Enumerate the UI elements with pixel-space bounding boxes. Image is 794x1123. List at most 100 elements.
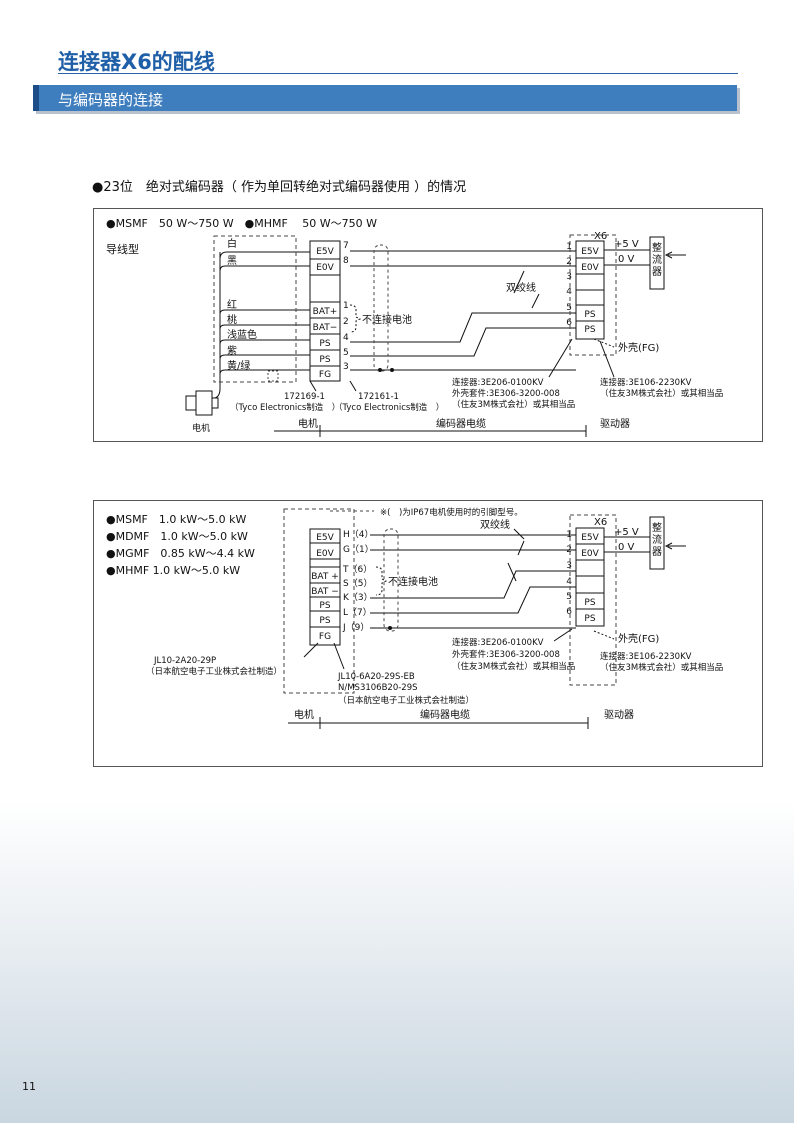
d2-supply-lines <box>604 536 650 553</box>
d2-motor-pin: PS <box>319 601 330 611</box>
d1-motor-pin: FG <box>319 370 331 380</box>
d2-x6-pin: E5V <box>581 533 599 543</box>
d2-drv-conn2: （住友3M株式会社）或其相当品 <box>600 662 723 673</box>
d1-junction-dots <box>378 368 394 372</box>
d2-x6-pin: PS <box>584 614 595 624</box>
svg-text:器: 器 <box>652 546 662 558</box>
d2-twist-mark <box>507 528 525 582</box>
section-bar <box>33 85 737 111</box>
d1-wire-color: 黑 <box>227 255 237 267</box>
d1-x6-pin: PS <box>584 325 595 335</box>
d1-shield-ground <box>267 370 279 382</box>
d1-wire-color: 黄/绿 <box>227 359 250 372</box>
d2-motor-pin: BAT + <box>311 572 339 582</box>
d1-motor-housing <box>213 235 297 383</box>
d1-battery-brace <box>349 304 362 333</box>
d1-conn-a1: 172169-1 <box>284 392 325 402</box>
svg-text:整: 整 <box>652 521 662 534</box>
title-rule <box>58 73 738 74</box>
d1-wire-bundle <box>202 252 221 400</box>
d2-pin-letter: S（5） <box>343 578 372 589</box>
d1-wire-color: 浅蓝色 <box>227 328 257 341</box>
d1-conn-a2: （Tyco Electronics制造 ） <box>230 402 340 413</box>
d1-x6-pin-number: 1 <box>566 242 572 252</box>
d1-x6-pin-number: 4 <box>566 287 572 297</box>
d2-motor-pin: FG <box>319 632 331 642</box>
d2-x6-pin: PS <box>584 598 595 608</box>
d2-plug3: （日本航空电子工业株式会社制造） <box>338 695 474 706</box>
d2-v0: 0 V <box>618 542 635 553</box>
section-bar-accent <box>33 85 39 111</box>
d1-rectifier-text: 整流器 <box>652 241 662 278</box>
d1-cable-label: 编码器电缆 <box>436 417 486 430</box>
d1-x6-label: X6 <box>594 231 607 242</box>
svg-text:流: 流 <box>652 253 662 266</box>
d2-model: ●MGMF 0.85 kW～4.4 kW <box>106 547 255 560</box>
d2-pin-letter: J（9） <box>342 622 369 633</box>
d2-cable-conn3: （住友3M株式会社）或其相当品 <box>452 661 575 672</box>
d1-motor-side: 电机 <box>298 417 318 430</box>
d1-motor-pin: PS <box>319 355 330 365</box>
d2-battery-brace <box>375 566 388 596</box>
d2-drv-conn1: 连接器:3E106-2230KV <box>600 651 692 662</box>
d1-no-battery: 不连接电池 <box>362 313 412 326</box>
d1-v0: 0 V <box>618 254 635 265</box>
d1-motor-pin: E5V <box>316 247 334 257</box>
d2-rectifier-text: 整流器 <box>652 521 662 558</box>
d2-motor-connector <box>309 528 341 646</box>
d2-pin-letter: T（6） <box>342 564 372 575</box>
d2-plug2: N/MS3106B20-29S <box>338 683 418 693</box>
d1-driver-label: 驱动器 <box>600 418 630 430</box>
d2-no-battery: 不连接电池 <box>388 575 438 588</box>
d2-x6-pin-number: 5 <box>566 592 572 602</box>
d2-motor-conn1: JL10-2A20-29P <box>153 656 216 666</box>
d2-model: ●MDMF 1.0 kW～5.0 kW <box>106 530 248 543</box>
d2-x6-pin-number: 1 <box>566 530 572 540</box>
d2-signal-wires <box>370 534 576 629</box>
d2-model: ●MHMF 1.0 kW～5.0 kW <box>106 564 240 577</box>
d2-pin-letter: K（3） <box>343 592 373 603</box>
d2-motor-pin: E5V <box>316 533 334 543</box>
d2-pin-letter: H（4） <box>343 529 374 540</box>
d1-conn-b2: （Tyco Electronics制造 ） <box>334 402 444 413</box>
svg-text:整: 整 <box>652 241 662 254</box>
d1-wire-color: 桃 <box>227 313 237 326</box>
d1-type-label: 导线型 <box>106 242 139 256</box>
d2-motor-housing <box>283 508 355 694</box>
d2-dimension-line <box>288 717 589 729</box>
d1-pin-number: 7 <box>343 241 349 251</box>
d1-motor-connector <box>309 240 341 382</box>
d2-x6-connector <box>575 527 605 627</box>
d2-junction-dot <box>388 626 392 630</box>
d1-rectifier-arrow <box>664 251 686 259</box>
d2-x6-label: X6 <box>594 517 607 528</box>
d1-wire-leads <box>219 251 310 375</box>
d1-v5: +5 V <box>614 239 639 250</box>
d1-x6-pin: E5V <box>581 247 599 257</box>
d1-signal-wires <box>350 250 576 371</box>
d1-pin-number: 4 <box>343 333 349 343</box>
d2-plug1: JL10-6A20-29S-EB <box>337 672 415 682</box>
motor-icon <box>185 390 219 416</box>
d2-motor-pin: E0V <box>316 549 334 559</box>
d2-rectifier-arrow <box>664 542 686 550</box>
d2-driver-label: 驱动器 <box>604 709 634 721</box>
d1-dimension-line <box>274 425 587 437</box>
d1-pin-number: 8 <box>343 256 349 266</box>
d1-pin-number: 3 <box>343 362 349 372</box>
d1-x6-pin-number: 6 <box>566 318 572 328</box>
wiring-diagram-1: ●MSMF 50 W～750 W ●MHMF 50 W～750 W 导线型 白 … <box>93 208 763 442</box>
page-number: 11 <box>22 1080 36 1093</box>
encoder-heading: ●23位 绝对式编码器（ 作为单回转绝对式编码器使用 ）的情况 <box>92 180 467 195</box>
d1-drv-conn2: （住友3M株式会社）或其相当品 <box>600 388 723 399</box>
d1-pin-number: 5 <box>343 348 349 358</box>
d1-motor-pin: PS <box>319 339 330 349</box>
page-title: 连接器X6的配线 <box>58 50 215 74</box>
d2-motor-conn2: （日本航空电子工业株式会社制造） <box>146 666 282 677</box>
d1-x6-pin: PS <box>584 310 595 320</box>
d2-cable-label: 编码器电缆 <box>420 708 470 721</box>
d2-x6-pin-number: 2 <box>566 545 572 555</box>
wiring-diagram-2: ●MSMF 1.0 kW～5.0 kW ●MDMF 1.0 kW～5.0 kW … <box>93 500 763 767</box>
d2-cable-conn2: 外壳套件:3E306-3200-008 <box>452 649 560 660</box>
d2-note: ※( )为IP67电机使用时的引脚型号。 <box>380 507 523 518</box>
